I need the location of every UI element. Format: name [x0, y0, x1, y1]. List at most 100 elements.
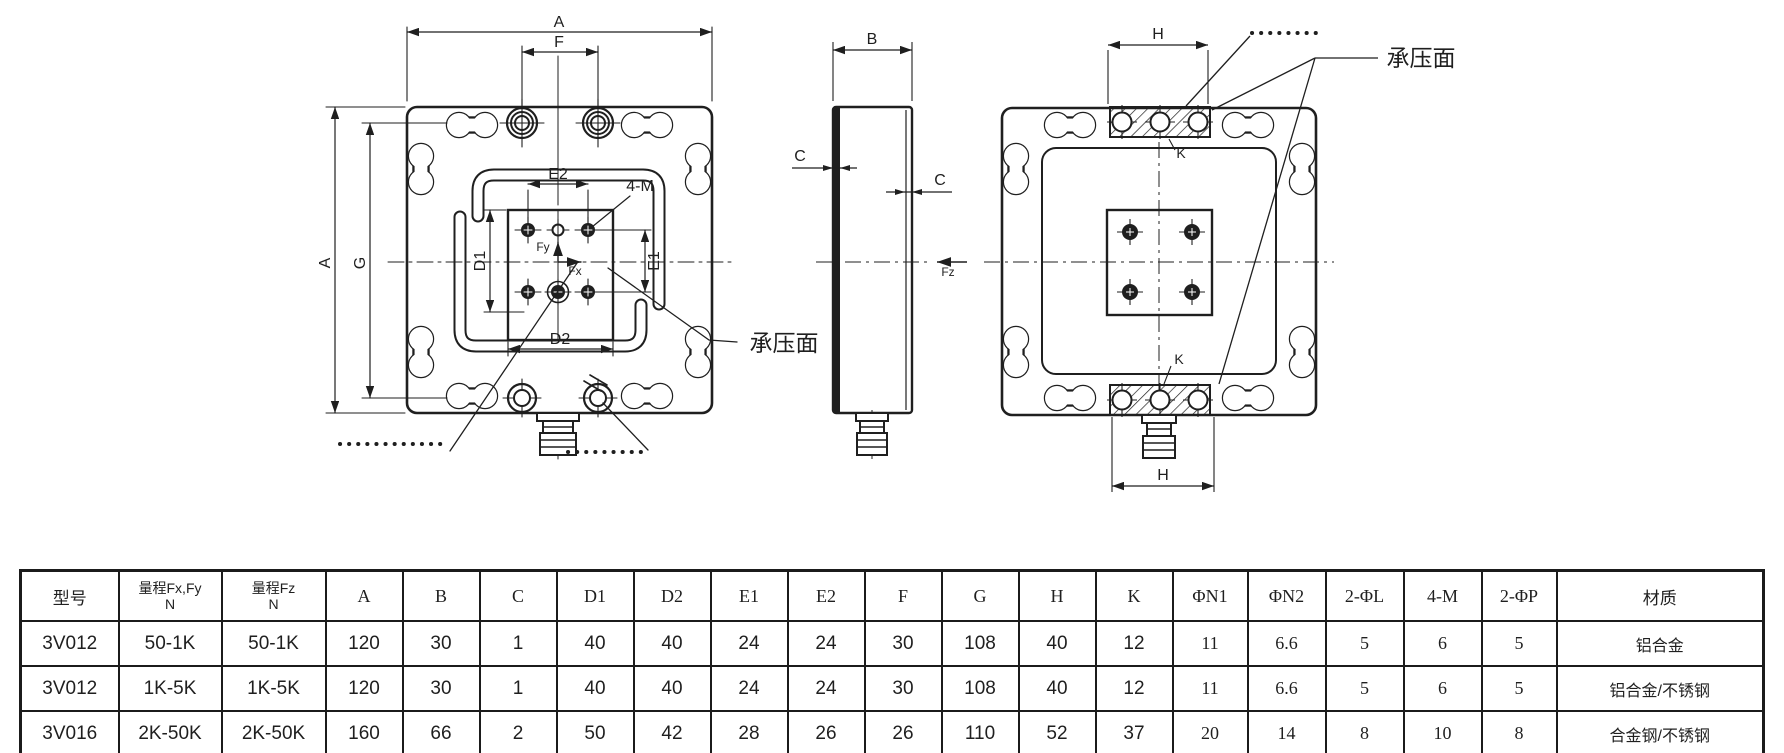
cell-r2-c6: 50	[555, 710, 635, 753]
col-header-18: 2-ΦP	[1480, 569, 1558, 622]
cell-r1-c3: 120	[324, 665, 404, 712]
cell-r2-c18: 8	[1480, 710, 1558, 753]
cell-r2-c13: 37	[1094, 710, 1174, 753]
dim-label-k-top: K	[1176, 145, 1186, 161]
dim-label-c-right: C	[934, 172, 946, 189]
col-header-16: 2-ΦL	[1324, 569, 1405, 622]
side-view: B C C Fz	[792, 31, 967, 459]
force-fx-label: Fx	[568, 264, 581, 278]
dim-label-g: G	[352, 257, 369, 269]
dim-label-d2: D2	[550, 331, 571, 348]
col-header-14: ΦN1	[1171, 569, 1249, 622]
bearing-surface-label: 承压面	[750, 330, 819, 356]
cell-r1-c13: 12	[1094, 665, 1174, 712]
force-fz-label: Fz	[941, 265, 954, 279]
cell-r0-c3: 120	[324, 620, 404, 667]
cell-r0-c10: 30	[863, 620, 943, 667]
cell-r2-c19: 合金钢/不锈钢	[1555, 710, 1765, 753]
cell-r2-c5: 2	[478, 710, 558, 753]
cell-r2-c12: 52	[1017, 710, 1097, 753]
dim-label-d1: D1	[472, 251, 489, 272]
cell-r0-c4: 30	[401, 620, 481, 667]
cell-r0-c12: 40	[1017, 620, 1097, 667]
cell-r2-c11: 110	[940, 710, 1020, 753]
cell-r0-c13: 12	[1094, 620, 1174, 667]
col-header-1: 量程Fx,Fy N	[117, 569, 223, 622]
cell-r1-c15: 6.6	[1246, 665, 1327, 712]
col-header-8: E1	[709, 569, 789, 622]
dim-label-a-left: A	[317, 257, 334, 268]
col-header-12: H	[1017, 569, 1097, 622]
cell-r2-c3: 160	[324, 710, 404, 753]
cell-r0-c5: 1	[478, 620, 558, 667]
cell-r0-c11: 108	[940, 620, 1020, 667]
cell-r0-c18: 5	[1480, 620, 1558, 667]
dim-label-h-top: H	[1152, 26, 1164, 43]
cell-r2-c4: 66	[401, 710, 481, 753]
cell-r1-c19: 铝合金/不锈钢	[1555, 665, 1765, 712]
cell-r0-c15: 6.6	[1246, 620, 1327, 667]
cell-r1-c6: 40	[555, 665, 635, 712]
col-header-0: 型号	[19, 569, 120, 622]
col-header-15: ΦN2	[1246, 569, 1327, 622]
col-header-13: K	[1094, 569, 1174, 622]
cell-r2-c0: 3V016	[19, 710, 120, 753]
cell-r1-c1: 1K-5K	[117, 665, 223, 712]
cell-r0-c0: 3V012	[19, 620, 120, 667]
cell-r1-c11: 108	[940, 665, 1020, 712]
col-header-10: F	[863, 569, 943, 622]
front-view: A F A G E2 D1 E1 D2 4-M	[317, 14, 819, 460]
cell-r2-c7: 42	[632, 710, 712, 753]
cell-r1-c16: 5	[1324, 665, 1405, 712]
dim-label-e1: E1	[646, 251, 663, 271]
cell-r2-c9: 26	[786, 710, 866, 753]
cell-r0-c7: 40	[632, 620, 712, 667]
cell-r2-c15: 14	[1246, 710, 1327, 753]
cell-r2-c1: 2K-50K	[117, 710, 223, 753]
cell-r2-c16: 8	[1324, 710, 1405, 753]
col-header-5: C	[478, 569, 558, 622]
cell-r0-c17: 6	[1402, 620, 1483, 667]
col-header-11: G	[940, 569, 1020, 622]
cell-r2-c2: 2K-50K	[220, 710, 327, 753]
cell-r0-c6: 40	[555, 620, 635, 667]
bearing-surface-label: 承压面	[1387, 45, 1456, 71]
cell-r0-c14: 11	[1171, 620, 1249, 667]
cell-r0-c1: 50-1K	[117, 620, 223, 667]
cell-r1-c5: 1	[478, 665, 558, 712]
col-header-4: B	[401, 569, 481, 622]
cell-r2-c10: 26	[863, 710, 943, 753]
col-header-3: A	[324, 569, 404, 622]
cell-r1-c8: 24	[709, 665, 789, 712]
dim-label-k-bottom: K	[1174, 351, 1184, 367]
cell-r1-c4: 30	[401, 665, 481, 712]
cell-r1-c7: 40	[632, 665, 712, 712]
cell-r2-c14: 20	[1171, 710, 1249, 753]
dim-label-b: B	[867, 31, 878, 48]
cell-r1-c18: 5	[1480, 665, 1558, 712]
cell-r0-c8: 24	[709, 620, 789, 667]
cell-r0-c16: 5	[1324, 620, 1405, 667]
force-fy-label: Fy	[536, 240, 549, 254]
dim-label-a-top: A	[554, 14, 565, 31]
cell-r0-c2: 50-1K	[220, 620, 327, 667]
cell-r1-c2: 1K-5K	[220, 665, 327, 712]
screw-callout: 4-M	[626, 178, 654, 195]
cell-r0-c19: 铝合金	[1555, 620, 1765, 667]
cell-r1-c12: 40	[1017, 665, 1097, 712]
col-header-7: D2	[632, 569, 712, 622]
dim-label-e2: E2	[548, 166, 568, 183]
dim-label-h-bottom: H	[1157, 467, 1169, 484]
dim-label-c-left: C	[794, 148, 806, 165]
col-header-17: 4-M	[1402, 569, 1483, 622]
dim-label-f: F	[554, 34, 564, 51]
rear-view: H K K H 承压面	[984, 26, 1456, 492]
cell-r1-c10: 30	[863, 665, 943, 712]
cell-r1-c14: 11	[1171, 665, 1249, 712]
